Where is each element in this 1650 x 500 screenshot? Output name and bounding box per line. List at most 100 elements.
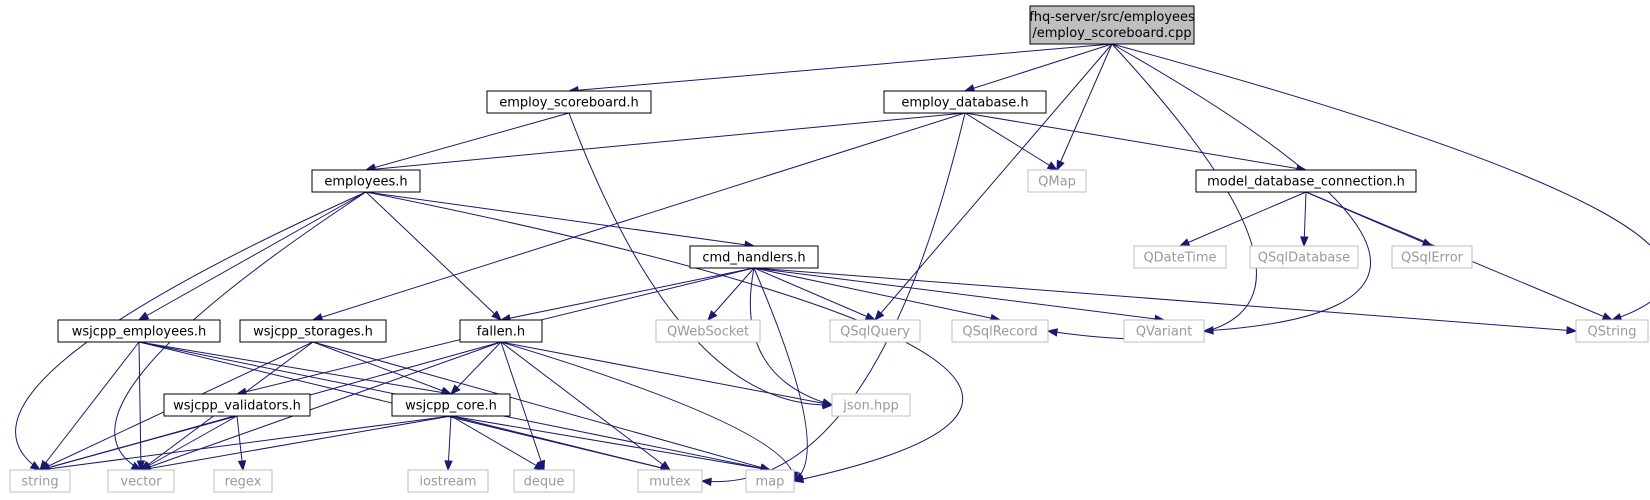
node-wsjcpp-core[interactable]: wsjcpp_core.h: [391, 393, 511, 417]
edge-employees-to-wsjcpp-employees: [137, 191, 367, 321]
edge-line: [450, 341, 502, 395]
edge-arrowhead: [533, 461, 546, 471]
edge-line: [140, 415, 238, 471]
edge-line: [138, 341, 452, 395]
edge-arrowhead: [450, 384, 461, 395]
edge-wsjcpp-storages-to-map: [312, 341, 772, 472]
edge-arrowhead: [29, 461, 42, 471]
node-label: string: [21, 475, 58, 490]
dependency-nodes: fhq-server/src/employees/employ_scoreboa…: [9, 5, 1649, 493]
node-label: model_database_connection.h: [1207, 175, 1405, 190]
edge-employees-to-fallen: [365, 191, 503, 321]
node-label: QSqlDatabase: [1258, 251, 1350, 266]
edge-employees-to-vector: [114, 191, 367, 471]
edge-arrowhead: [864, 312, 877, 321]
edge-wsjcpp-storages-to-wsjcpp-core: [312, 341, 453, 395]
node-string: string: [9, 469, 71, 493]
node-box: [883, 90, 1047, 114]
node-deque: deque: [513, 469, 575, 493]
node-label: QWebSocket: [667, 325, 749, 340]
edge-line: [450, 415, 771, 471]
node-wsjcpp-employees[interactable]: wsjcpp_employees.h: [57, 319, 221, 343]
edge-root-to-qmap: [1056, 43, 1113, 172]
edge-arrowhead: [440, 386, 453, 395]
edge-arrowhead: [1178, 238, 1191, 247]
node-label: QString: [1587, 325, 1636, 340]
node-box: [829, 319, 921, 343]
node-label: wsjcpp_employees.h: [72, 325, 206, 340]
edge-arrowhead: [700, 477, 712, 487]
edge-line: [749, 267, 833, 406]
edge-wsjcpp-core-to-deque: [450, 415, 546, 471]
node-root[interactable]: fhq-server/src/employees/employ_scoreboa…: [1029, 5, 1195, 45]
node-employ-database[interactable]: employ_database.h: [883, 90, 1047, 114]
edge-line: [753, 267, 1577, 332]
node-box: [513, 469, 575, 493]
node-box: [951, 319, 1049, 343]
node-box: [1391, 245, 1473, 269]
node-label: QVariant: [1136, 325, 1192, 340]
node-qwebsocket: QWebSocket: [655, 319, 761, 343]
node-box: [745, 469, 795, 493]
edge-line: [138, 191, 367, 321]
edge-line: [114, 191, 367, 471]
node-box: [391, 393, 511, 417]
node-label: cmd_handlers.h: [702, 251, 805, 266]
node-label: employ_scoreboard.h: [499, 96, 639, 111]
node-cmd-handlers[interactable]: cmd_handlers.h: [689, 245, 819, 269]
edge-line: [964, 43, 1113, 92]
edge-employees-to-string: [15, 191, 367, 471]
node-box: [655, 319, 761, 343]
edge-line: [753, 267, 1165, 321]
edge-line: [964, 112, 1058, 171]
node-map: map: [745, 469, 795, 493]
edge-line: [753, 267, 1001, 321]
node-label: regex: [225, 475, 262, 490]
edge-arrowhead: [792, 472, 805, 482]
node-label: fallen.h: [477, 325, 525, 340]
node-label: QSqlRecord: [962, 325, 1037, 340]
node-box: [1133, 245, 1227, 269]
node-employ-scoreboard[interactable]: employ_scoreboard.h: [486, 90, 652, 114]
node-wsjcpp-storages[interactable]: wsjcpp_storages.h: [239, 319, 387, 343]
node-box: [311, 169, 421, 193]
edge-line: [365, 191, 502, 321]
edge-line: [874, 43, 1113, 321]
edge-employ-scoreboard-to-employees: [364, 112, 570, 172]
edge-arrowhead: [1056, 159, 1065, 172]
edge-line: [964, 112, 1307, 171]
edge-fallen-to-mutex: [500, 341, 672, 471]
node-wsjcpp-validators[interactable]: wsjcpp_validators.h: [163, 393, 311, 417]
edge-line: [500, 341, 671, 471]
node-employees[interactable]: employees.h: [311, 169, 421, 193]
edge-employ-database-to-model-db-conn: [964, 112, 1308, 173]
edge-line: [1056, 43, 1113, 171]
edge-line: [138, 341, 142, 471]
node-box: [1027, 169, 1087, 193]
edge-wsjcpp-core-to-iostream: [444, 415, 453, 472]
node-label: wsjcpp_validators.h: [173, 399, 301, 414]
edge-line: [1179, 191, 1307, 247]
node-box: [637, 469, 703, 493]
edge-root-to-qsqlquery: [874, 43, 1113, 322]
edge-arrowhead: [1202, 326, 1214, 335]
node-json-hpp: json.hpp: [831, 393, 911, 417]
edge-line: [500, 341, 795, 482]
node-fallen[interactable]: fallen.h: [459, 319, 543, 343]
node-box: [213, 469, 273, 493]
node-model-db-conn[interactable]: model_database_connection.h: [1195, 169, 1417, 193]
node-box: [1575, 319, 1649, 343]
edge-line: [365, 112, 570, 171]
edge-arrowhead: [874, 310, 885, 322]
edge-line: [15, 191, 367, 471]
node-qsqlrecord: QSqlRecord: [951, 319, 1049, 343]
edge-line: [450, 415, 545, 471]
edge-arrowhead: [137, 311, 150, 321]
node-box: [57, 319, 221, 343]
edge-employ-database-to-qmap: [964, 112, 1059, 171]
node-label: mutex: [649, 475, 691, 490]
edge-employ-database-to-wsjcpp-storages: [311, 112, 966, 322]
edge-root-to-employ-database: [963, 43, 1113, 93]
node-label: employees.h: [324, 175, 407, 190]
